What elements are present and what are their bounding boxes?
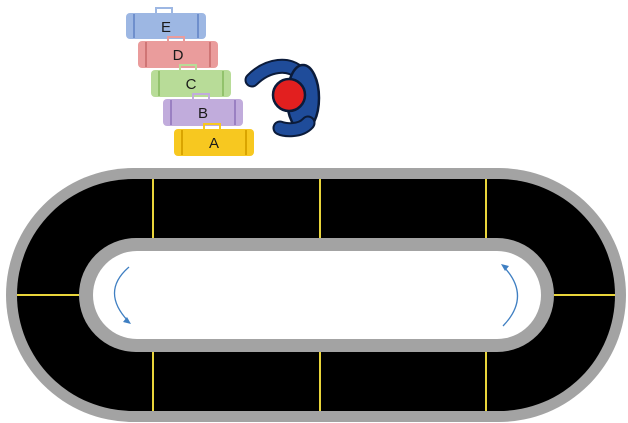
suitcase-label: A — [209, 135, 219, 152]
inner-island — [93, 251, 541, 339]
suitcase-label: D — [173, 47, 184, 64]
carousel-track — [6, 168, 626, 422]
person-head — [271, 77, 307, 113]
suitcase-e: E — [126, 7, 206, 39]
suitcase-body — [126, 13, 206, 39]
suitcase-c: C — [151, 64, 231, 97]
counterclockwise-arrow-right-icon — [502, 265, 518, 327]
direction-arrows — [114, 264, 518, 327]
suitcase-body — [174, 129, 254, 156]
person-top-view-icon — [244, 58, 321, 138]
suitcase-b: B — [163, 93, 243, 126]
suitcase-body — [163, 99, 243, 126]
suitcase-stack: E D C B A — [126, 7, 254, 156]
suitcase-label: B — [198, 105, 208, 122]
suitcase-a: A — [174, 123, 254, 156]
arrowhead — [123, 317, 131, 324]
suitcase-body — [138, 41, 218, 68]
suitcase-label: E — [161, 19, 171, 36]
segment-markers — [17, 179, 615, 411]
suitcase-body — [151, 70, 231, 97]
arrowhead — [501, 264, 509, 271]
counterclockwise-arrow-left-icon — [114, 266, 130, 323]
suitcase-label: C — [186, 76, 197, 93]
suitcase-d: D — [138, 36, 218, 68]
